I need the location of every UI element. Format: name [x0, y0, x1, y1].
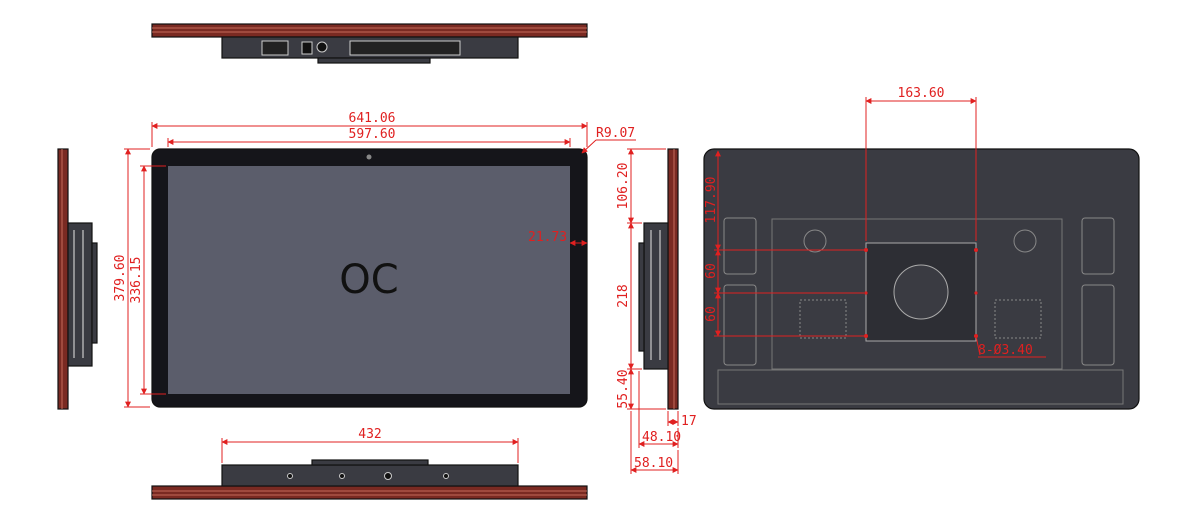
left-side-view — [57, 148, 98, 410]
corner-radius-label: R9.07 — [596, 126, 635, 141]
overall-width-label: 641.06 — [349, 111, 396, 126]
vent-left-icon — [799, 299, 847, 339]
top-to-vesa-label: 117.90 — [704, 177, 719, 224]
total-depth-label: 58.10 — [634, 456, 673, 471]
vesa-pitch-b-label: 60 — [704, 306, 719, 322]
dc-jack-icon — [316, 41, 328, 53]
top-view — [151, 23, 588, 64]
speaker-left-icon — [803, 229, 827, 253]
center-logo: OC — [339, 257, 398, 303]
camera-icon — [366, 154, 372, 160]
overall-height-label: 379.60 — [113, 255, 128, 302]
top-offset-label: 106.20 — [616, 163, 631, 210]
bottom-offset-label: 55.40 — [616, 369, 631, 408]
vesa-pitch-a-label: 60 — [704, 263, 719, 279]
speaker-right-icon — [1013, 229, 1037, 253]
rear-view: 163.60 117.90 60 60 8-Ø3.40 — [703, 86, 1140, 410]
power-socket-icon — [261, 40, 289, 56]
screen-height-label: 336.15 — [129, 257, 144, 304]
right-side-view: 106.20 218 55.40 17 48.10 58.10 — [616, 148, 697, 474]
front-view: OC 641.06 597.60 R9.07 379.60 336.15 21.… — [113, 111, 636, 408]
screen-width-label: 597.60 — [349, 127, 396, 142]
panel-depth-label: 17 — [681, 414, 697, 429]
bezel-width-label: 21.73 — [528, 230, 567, 245]
mount-height-label: 218 — [616, 284, 631, 307]
body-depth-label: 48.10 — [642, 430, 681, 445]
front-screen — [168, 166, 570, 394]
vesa-width-label: 163.60 — [898, 86, 945, 101]
vent-right-icon — [994, 299, 1042, 339]
io-ports-icon — [349, 40, 461, 56]
bracket-width-label: 432 — [358, 427, 381, 442]
bottom-view: 432 — [151, 427, 588, 500]
hole-spec-label: 8-Ø3.40 — [978, 343, 1033, 358]
power-switch-icon — [301, 41, 313, 55]
